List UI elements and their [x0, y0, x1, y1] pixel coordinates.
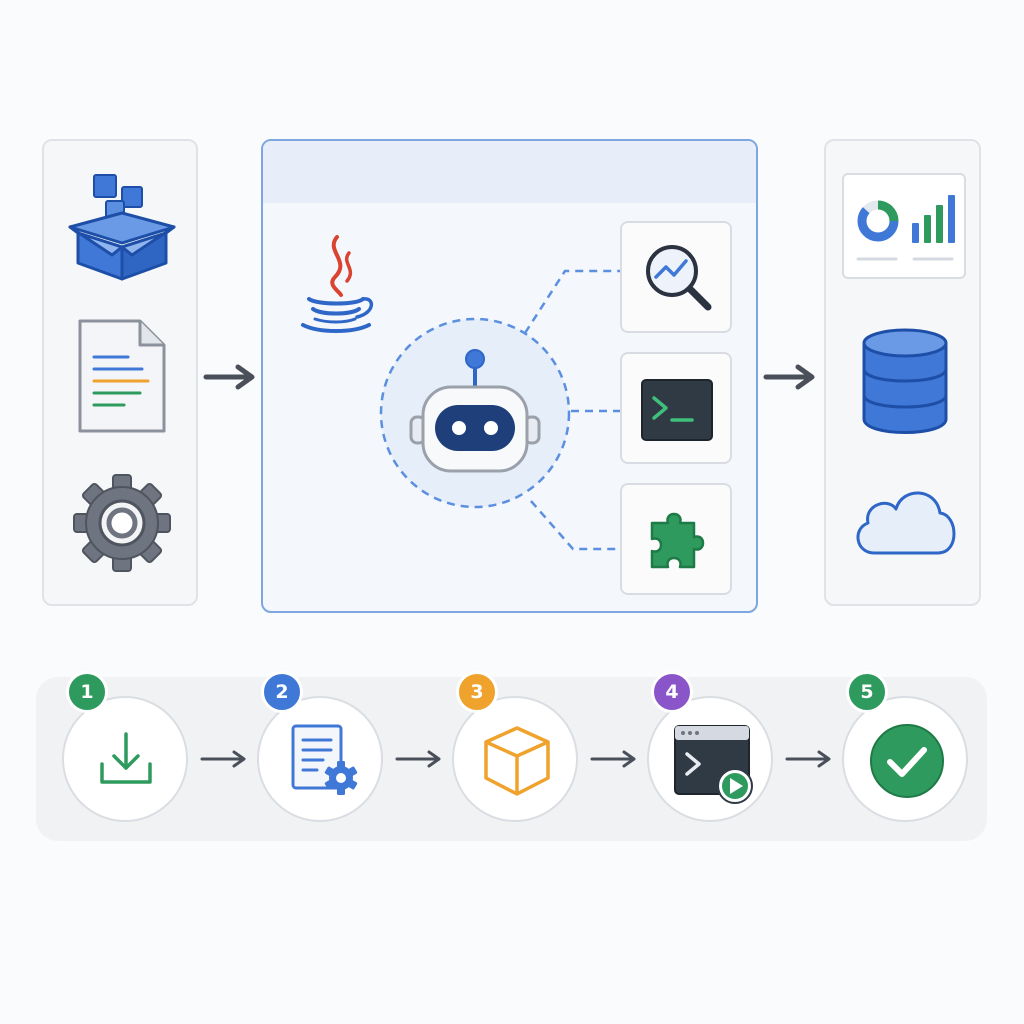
check-circle-icon: [868, 722, 946, 800]
package-icon: [64, 167, 180, 287]
database-icon: [860, 327, 950, 435]
run-terminal-icon: [673, 724, 757, 806]
agent-panel-header: [263, 141, 756, 203]
download-icon: [94, 728, 158, 792]
gear-icon: [72, 473, 172, 573]
step-arrow-1: [200, 748, 248, 770]
config-document-icon: [287, 722, 363, 800]
agent-panel: [261, 139, 758, 613]
arrow-inputs-to-agent: [203, 364, 258, 390]
document-icon: [76, 317, 168, 437]
outputs-panel: [824, 139, 981, 606]
tool-card-plugin: [620, 483, 732, 595]
step-2: [257, 696, 383, 822]
step-1: [62, 696, 188, 822]
puzzle-plugin-icon: [644, 505, 714, 575]
search-analytics-icon: [642, 241, 718, 317]
inputs-panel: [42, 139, 198, 606]
step-4-badge: 4: [651, 671, 693, 713]
step-1-badge: 1: [66, 671, 108, 713]
tool-card-search: [620, 221, 732, 333]
arrow-agent-to-outputs: [763, 364, 818, 390]
cloud-icon: [850, 479, 962, 559]
tool-connectors: [523, 269, 621, 551]
step-3-badge: 3: [456, 671, 498, 713]
java-coffee-icon: [297, 233, 377, 343]
step-3: [452, 696, 578, 822]
step-arrow-4: [785, 748, 833, 770]
step-5: [842, 696, 968, 822]
step-arrow-3: [590, 748, 638, 770]
terminal-icon: [640, 378, 714, 442]
step-4: [647, 696, 773, 822]
robot-icon: [407, 347, 543, 477]
dashboard-chart-icon: [842, 173, 966, 279]
tool-card-terminal: [620, 352, 732, 464]
step-2-badge: 2: [261, 671, 303, 713]
step-5-badge: 5: [846, 671, 888, 713]
step-arrow-2: [395, 748, 443, 770]
build-cube-icon: [482, 724, 552, 798]
